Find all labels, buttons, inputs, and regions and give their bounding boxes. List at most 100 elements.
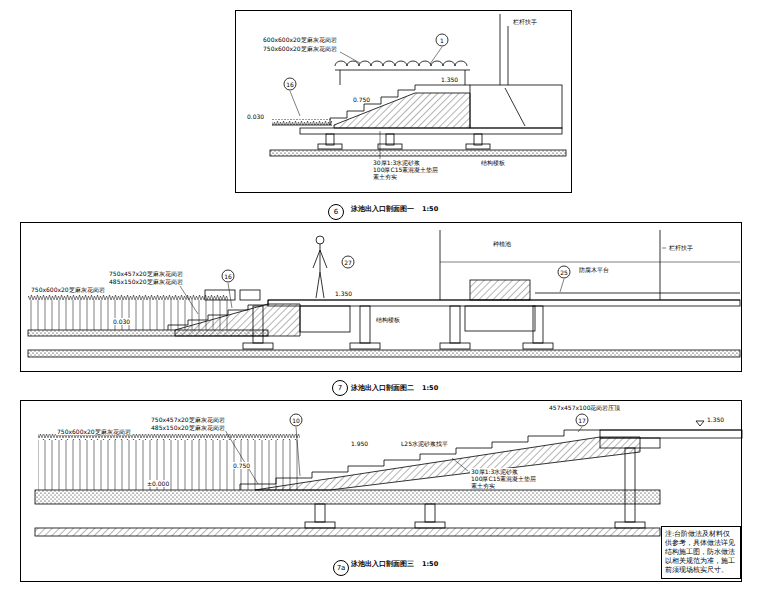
marker-number: 6 — [334, 208, 338, 216]
title-text: 1:50 — [422, 560, 438, 568]
annotation-text: 防腐木平台 — [578, 266, 610, 273]
section-three-part — [255, 437, 640, 490]
section-three-part — [315, 504, 325, 522]
annotation-text: 100厚C15素混凝土垫层 — [372, 166, 439, 173]
section-one-part — [380, 131, 381, 159]
section-one-part — [272, 125, 332, 126]
annotation-text: 1.350 — [440, 76, 459, 83]
annotation-text: 0.750 — [232, 462, 251, 469]
annotation-text: 30厚1:3水泥砂浆 — [470, 468, 519, 475]
note-box: 注:台阶做法及材料仅供参考，具体做法详见结构施工图，防水做法以相关规范为准，施工… — [661, 526, 741, 579]
section-marker: 6 — [328, 204, 344, 220]
section-three-part — [578, 427, 582, 432]
section-title: 泳池出入口剖面图一1:50 — [351, 196, 446, 215]
marker-number: 7 — [338, 384, 342, 392]
section-one-part — [270, 150, 566, 156]
annotation-text: L25水泥砂浆找平 — [400, 440, 449, 447]
annotation-text: 0.030 — [112, 318, 131, 325]
section-two-part — [560, 279, 564, 292]
section-two-part — [535, 293, 740, 294]
section-marker: 7a — [333, 560, 349, 576]
annotation-text: 750x600x20芝麻灰花岗岩 — [262, 45, 338, 52]
section-two — [28, 230, 740, 357]
section-three-part — [600, 430, 742, 438]
section-one-part — [466, 144, 490, 149]
section-one-part — [505, 88, 525, 126]
section-one-part — [500, 14, 501, 85]
section-two-part — [316, 236, 324, 244]
section-two-part — [168, 300, 740, 330]
annotation-text: 750x600x20芝麻灰花岗岩 — [56, 428, 132, 435]
callout-number: 17 — [578, 417, 586, 424]
section-one-part — [508, 26, 509, 85]
section-two-part — [440, 230, 441, 300]
annotation-text: ±0.000 — [146, 480, 170, 487]
section-one-part — [272, 119, 332, 125]
section-two-part — [28, 350, 740, 357]
section-three-part — [305, 522, 335, 528]
annotation-text: 750x457x20芝麻灰花岗岩 — [108, 270, 184, 277]
section-one-part — [290, 91, 300, 116]
callout-number: 27 — [344, 259, 352, 266]
annotation-text: 30厚1:3水泥砂浆 — [372, 159, 421, 166]
section-one-part — [470, 85, 562, 128]
section-two-part — [342, 256, 354, 268]
section-two-part — [350, 343, 380, 349]
section-one-part — [300, 128, 562, 134]
section-two-part — [660, 230, 661, 300]
section-three-part — [35, 490, 660, 504]
section-title: 泳池出入口剖面图三1:50 — [351, 551, 446, 570]
section-three-part — [600, 438, 660, 448]
section-three — [35, 414, 742, 536]
section-one-part — [430, 47, 442, 64]
section-three-part — [296, 427, 300, 476]
section-one-part — [330, 85, 470, 125]
section-one-part — [334, 93, 470, 128]
section-two-part — [360, 306, 370, 343]
annotation-text: 0.750 — [352, 96, 371, 103]
section-two-part — [240, 290, 260, 300]
section-one-part — [474, 134, 482, 145]
section-three-part — [576, 414, 588, 426]
annotation-text: 485x150x20芝麻灰花岗岩 — [150, 424, 226, 431]
section-one-part — [335, 70, 470, 71]
annotation-text: 素土夯实 — [470, 482, 496, 489]
section-two-part — [243, 343, 273, 349]
title-text: 泳池出入口剖面图二 — [351, 384, 414, 392]
annotation-text: 结构楼板 — [375, 316, 401, 323]
annotation-text: 750x600x20芝麻灰花岗岩 — [30, 286, 106, 293]
section-frame: 泳池出入口剖面图二1:50 — [20, 222, 742, 372]
section-three-part — [425, 504, 435, 522]
annotation-text: 结构楼板 — [480, 159, 506, 166]
section-three-part — [696, 421, 704, 426]
section-two-part — [440, 343, 470, 349]
annotation-text: 600x600x20芝麻灰花岗岩 — [262, 36, 338, 43]
callout-number: 10 — [292, 417, 300, 424]
section-one-part — [318, 144, 342, 149]
section-one-part — [436, 34, 448, 46]
callout-number: 16 — [224, 273, 232, 280]
section-two-part — [28, 294, 228, 300]
annotation-text: 种植池 — [492, 240, 512, 247]
title-text: 泳池出入口剖面图一 — [351, 205, 414, 213]
section-three-part — [35, 528, 660, 536]
section-one-part — [326, 134, 334, 145]
section-one-part — [465, 70, 466, 85]
section-three-part — [615, 522, 645, 528]
section-three-part — [225, 430, 258, 484]
section-one-part — [335, 61, 467, 66]
section-three-part — [452, 458, 468, 471]
section-two-part — [300, 306, 350, 332]
annotation-text: 100厚C15素混凝土垫层 — [470, 475, 537, 482]
section-two-part — [180, 286, 198, 314]
callout-number: 16 — [286, 81, 294, 88]
section-marker: 7 — [332, 380, 348, 396]
section-two-part — [465, 306, 535, 331]
section-two-part — [523, 343, 553, 349]
title-text: 1:50 — [422, 384, 438, 392]
section-three-part — [625, 448, 635, 522]
annotation-text: 457x457x100花岗岩压顶 — [548, 404, 621, 411]
